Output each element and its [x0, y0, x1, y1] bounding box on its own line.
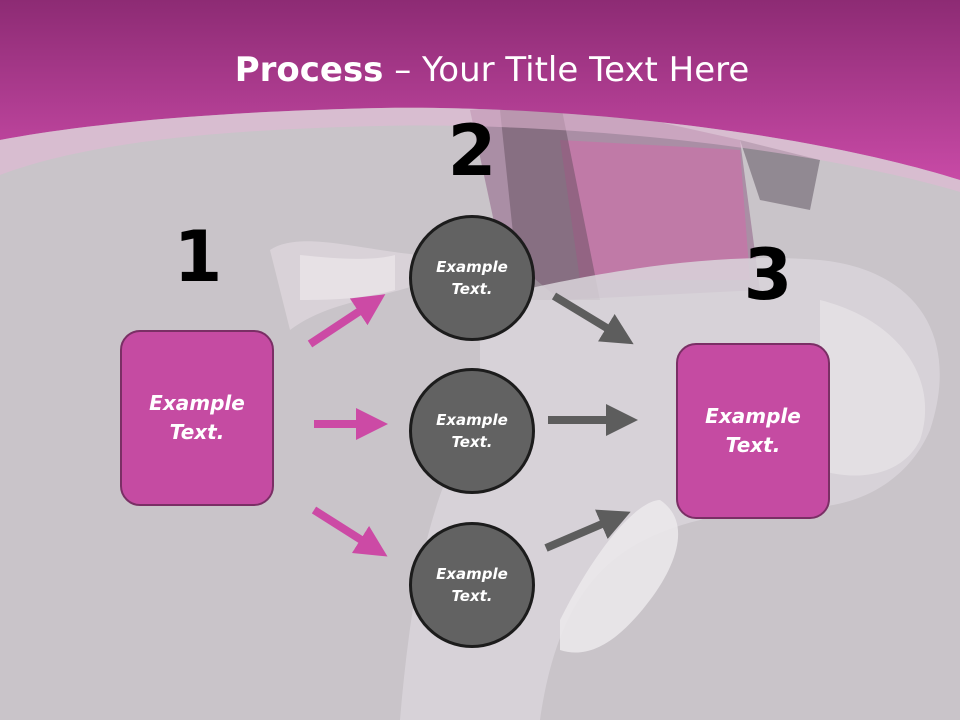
left-box-line2: Text.	[169, 420, 225, 444]
pink-arrow-down	[311, 506, 388, 557]
step-number-1: 1	[173, 216, 223, 298]
gray-arrow-up	[544, 509, 631, 552]
step-number-2: 2	[447, 110, 497, 192]
left-example-box[interactable]: Example Text.	[120, 330, 274, 506]
right-example-box[interactable]: Example Text.	[676, 343, 830, 519]
header-band	[0, 0, 960, 192]
circle-middle[interactable]: Example Text.	[409, 368, 535, 494]
right-box-text: Example Text.	[705, 402, 801, 460]
circle-bottom[interactable]: Example Text.	[409, 522, 535, 648]
circle-middle-line1: Example	[436, 410, 508, 429]
circle-bottom-text: Example Text.	[436, 563, 508, 608]
circle-top-line2: Text.	[451, 280, 493, 298]
circle-bottom-line2: Text.	[451, 587, 493, 605]
circle-middle-line2: Text.	[451, 433, 493, 451]
circle-top-line1: Example	[436, 257, 508, 276]
circle-middle-text: Example Text.	[436, 409, 508, 454]
left-box-text: Example Text.	[149, 389, 245, 447]
title-rest: – Your Title Text Here	[383, 50, 750, 90]
circle-top[interactable]: Example Text.	[409, 215, 535, 341]
title-bold: Process	[234, 50, 384, 90]
pink-arrow-up	[307, 294, 386, 348]
slide-title: Process – Your Title Text Here	[0, 50, 960, 90]
circle-top-text: Example Text.	[436, 256, 508, 301]
gray-arrow-down	[551, 292, 634, 345]
right-box-line1: Example	[705, 404, 801, 428]
circle-bottom-line1: Example	[436, 564, 508, 583]
step-number-3: 3	[743, 234, 793, 316]
right-box-line2: Text.	[725, 433, 781, 457]
left-box-line1: Example	[149, 391, 245, 415]
